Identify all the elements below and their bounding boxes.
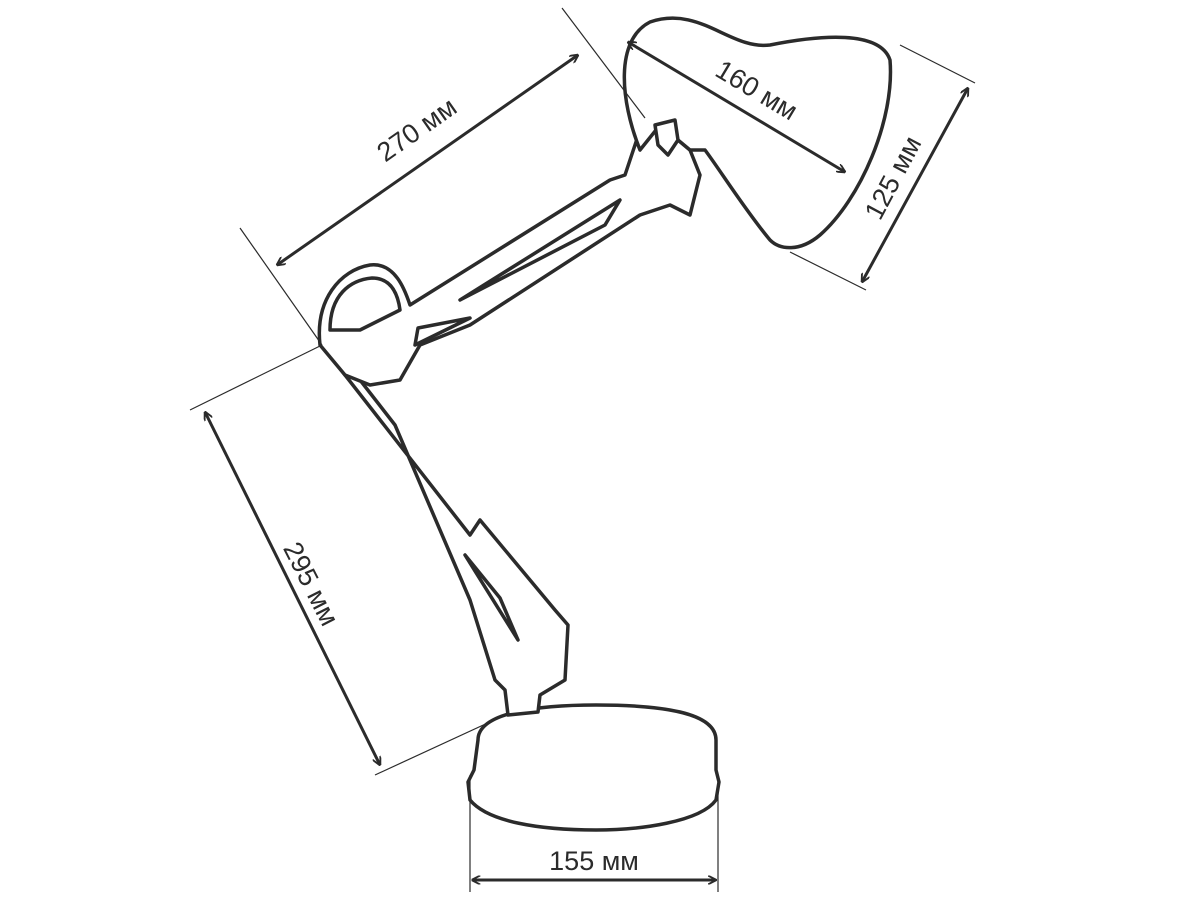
dimension-arrow-270 (277, 55, 578, 265)
lamp-base (466, 703, 721, 832)
lamp-upper-arm-slot-2 (413, 316, 472, 347)
label-base-diameter: 155 мм (549, 846, 639, 876)
lamp-lower-arm (320, 343, 570, 717)
lamp-lower-arm-slot (463, 553, 520, 642)
lamp-elbow-loop (328, 276, 402, 332)
label-arm-length: 270 мм (372, 92, 463, 168)
dimension-arrow-125 (862, 88, 968, 282)
dimension-arrow-295 (203, 412, 382, 765)
label-stand-height: 295 мм (277, 537, 344, 631)
lamp-upper-arm-slot (458, 198, 622, 302)
lamp-upper-arm (317, 123, 702, 387)
dimension-arrow-160 (628, 42, 845, 172)
